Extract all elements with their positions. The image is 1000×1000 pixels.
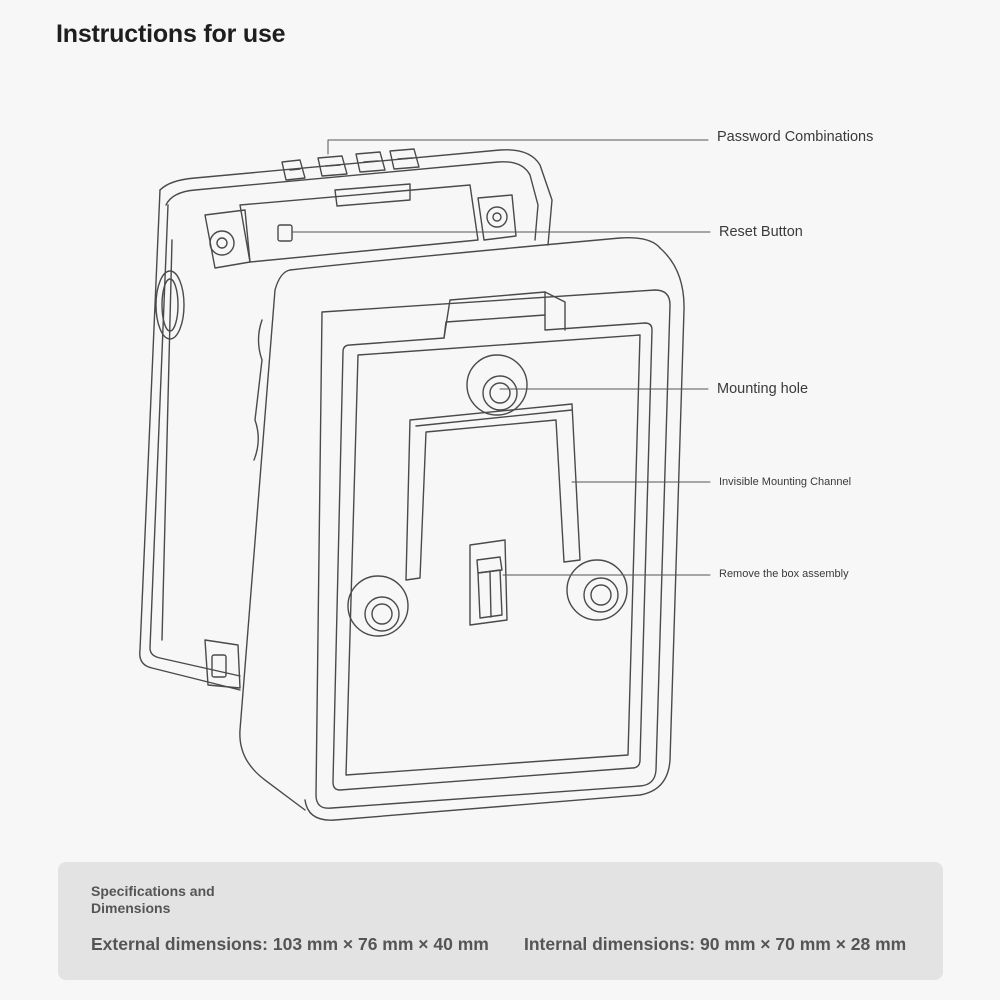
bottom-clip xyxy=(204,639,241,689)
internal-dimensions: Internal dimensions: 90 mm × 70 mm × 28 … xyxy=(524,934,907,954)
right-ear xyxy=(477,194,517,241)
mounting-hole-right xyxy=(566,559,628,621)
release-latch xyxy=(469,539,508,626)
specifications-title: Specifications and Dimensions xyxy=(91,883,215,916)
callout-leaders xyxy=(291,139,711,576)
back-frame xyxy=(139,149,553,691)
specifications-panel: Specifications and Dimensions External d… xyxy=(58,862,943,980)
label-mounting-hole: Mounting hole xyxy=(717,381,809,397)
mounting-hole-left xyxy=(347,575,409,637)
label-reset-button: Reset Button xyxy=(719,224,803,240)
front-box xyxy=(239,237,685,821)
mounting-channel xyxy=(405,403,581,581)
reset-button-shape xyxy=(277,224,293,242)
mounting-hole-top xyxy=(466,354,528,416)
page-title: Instructions for use xyxy=(56,20,286,48)
lockbox-diagram xyxy=(139,139,711,821)
label-remove-box-assembly: Remove the box assembly xyxy=(719,568,849,580)
leader-password xyxy=(327,139,709,155)
external-dimensions: External dimensions: 103 mm × 76 mm × 40… xyxy=(91,934,489,954)
label-password-combinations: Password Combinations xyxy=(717,129,874,145)
inner-panel xyxy=(332,291,653,791)
label-invisible-mounting-channel: Invisible Mounting Channel xyxy=(719,476,852,488)
left-ear xyxy=(204,209,251,269)
combination-dials xyxy=(239,148,479,263)
